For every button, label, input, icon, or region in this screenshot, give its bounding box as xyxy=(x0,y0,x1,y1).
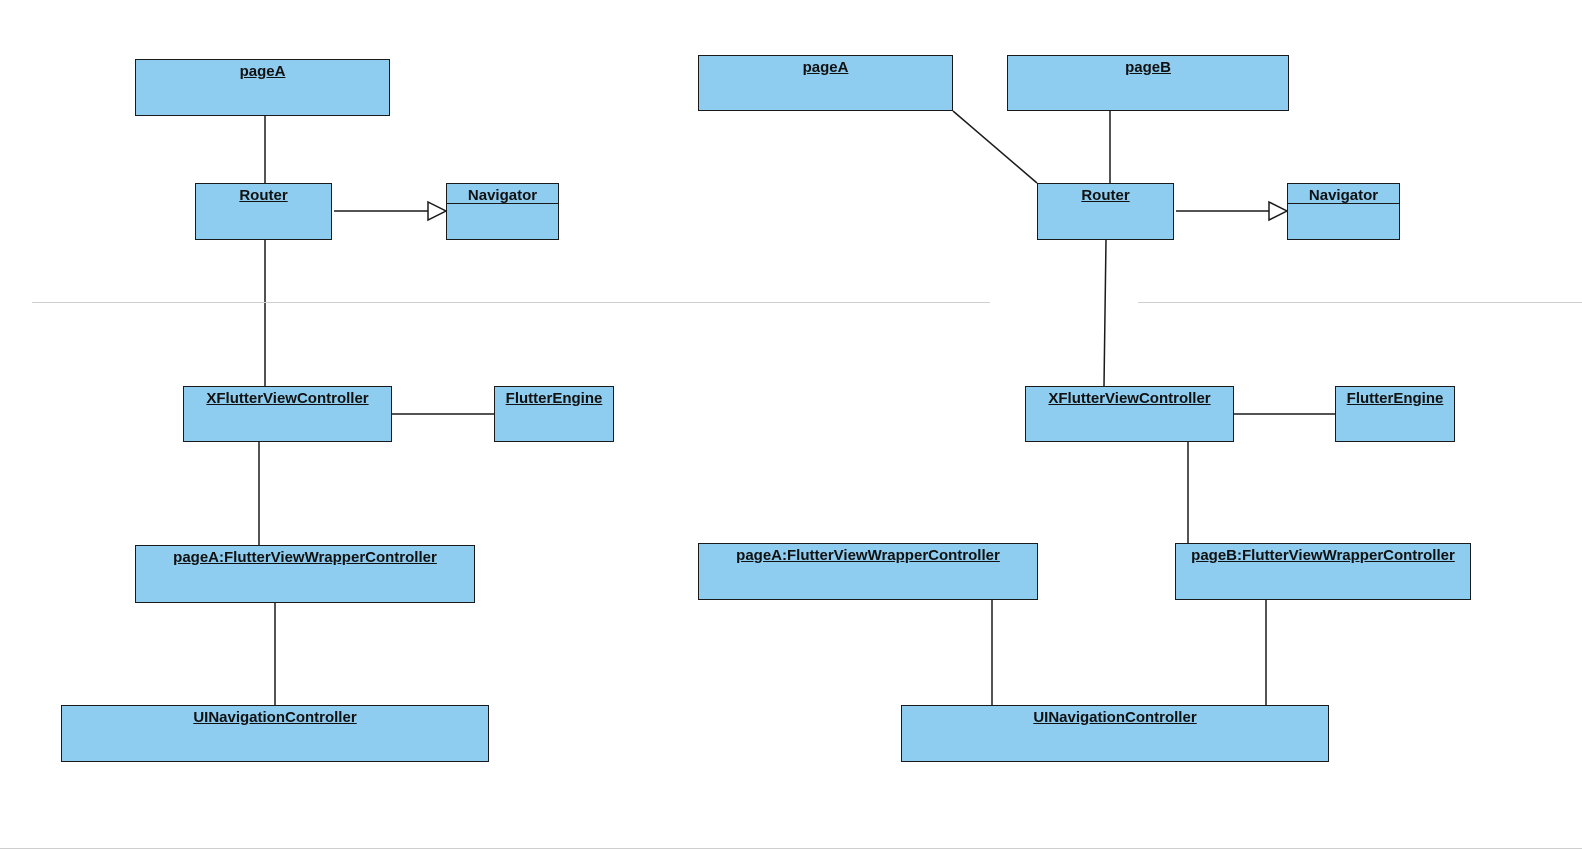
xflutterviewcontroller-label: XFlutterViewController xyxy=(1048,390,1211,407)
pageA-wrapper-controller-label: pageA:FlutterViewWrapperController xyxy=(736,547,1000,564)
navigator-label: Navigator xyxy=(467,187,538,204)
flutterengine-label: FlutterEngine xyxy=(505,390,603,407)
generalization-arrowhead-right xyxy=(1268,200,1289,222)
pageA-label: pageA xyxy=(239,63,286,80)
router-label: Router xyxy=(239,187,288,204)
uinavigationcontroller-object-left[interactable]: UINavigationController xyxy=(61,705,489,762)
pageB-wrapper-controller-object-right[interactable]: pageB:FlutterViewWrapperController xyxy=(1175,543,1471,600)
router-label: Router xyxy=(1081,187,1130,204)
navigator-class-right[interactable]: Navigator xyxy=(1287,183,1400,240)
flutterengine-object-left[interactable]: FlutterEngine xyxy=(494,386,614,442)
xflutterviewcontroller-object-left[interactable]: XFlutterViewController xyxy=(183,386,392,442)
pageA-object-right[interactable]: pageA xyxy=(698,55,953,111)
pageA-wrapper-controller-object-right[interactable]: pageA:FlutterViewWrapperController xyxy=(698,543,1038,600)
flutterengine-object-right[interactable]: FlutterEngine xyxy=(1335,386,1455,442)
pageB-label: pageB xyxy=(1125,59,1171,76)
generalization-arrowhead-left xyxy=(427,200,448,222)
navigator-label: Navigator xyxy=(1308,187,1379,204)
pageA-label: pageA xyxy=(802,59,849,76)
pageA-wrapper-controller-label: pageA:FlutterViewWrapperController xyxy=(173,549,437,566)
navigator-divider xyxy=(1288,203,1399,204)
separator-bottom xyxy=(0,848,1582,849)
pageB-wrapper-controller-label: pageB:FlutterViewWrapperController xyxy=(1191,547,1455,564)
uinavigationcontroller-label: UINavigationController xyxy=(1033,709,1197,726)
edge-router-xflutter-right xyxy=(1103,239,1107,387)
separator-right xyxy=(1138,302,1582,303)
xflutterviewcontroller-object-right[interactable]: XFlutterViewController xyxy=(1025,386,1234,442)
pageA-object-left[interactable]: pageA xyxy=(135,59,390,116)
xflutterviewcontroller-label: XFlutterViewController xyxy=(206,390,369,407)
navigator-class-left[interactable]: Navigator xyxy=(446,183,559,240)
edge-pageA-router-right xyxy=(952,110,1038,184)
separator-left xyxy=(32,302,990,303)
router-object-left[interactable]: Router xyxy=(195,183,332,240)
pageA-wrapper-controller-object-left[interactable]: pageA:FlutterViewWrapperController xyxy=(135,545,475,603)
pageB-object-right[interactable]: pageB xyxy=(1007,55,1289,111)
flutterengine-label: FlutterEngine xyxy=(1346,390,1444,407)
uinavigationcontroller-object-right[interactable]: UINavigationController xyxy=(901,705,1329,762)
navigator-divider xyxy=(447,203,558,204)
router-object-right[interactable]: Router xyxy=(1037,183,1174,240)
uinavigationcontroller-label: UINavigationController xyxy=(193,709,357,726)
